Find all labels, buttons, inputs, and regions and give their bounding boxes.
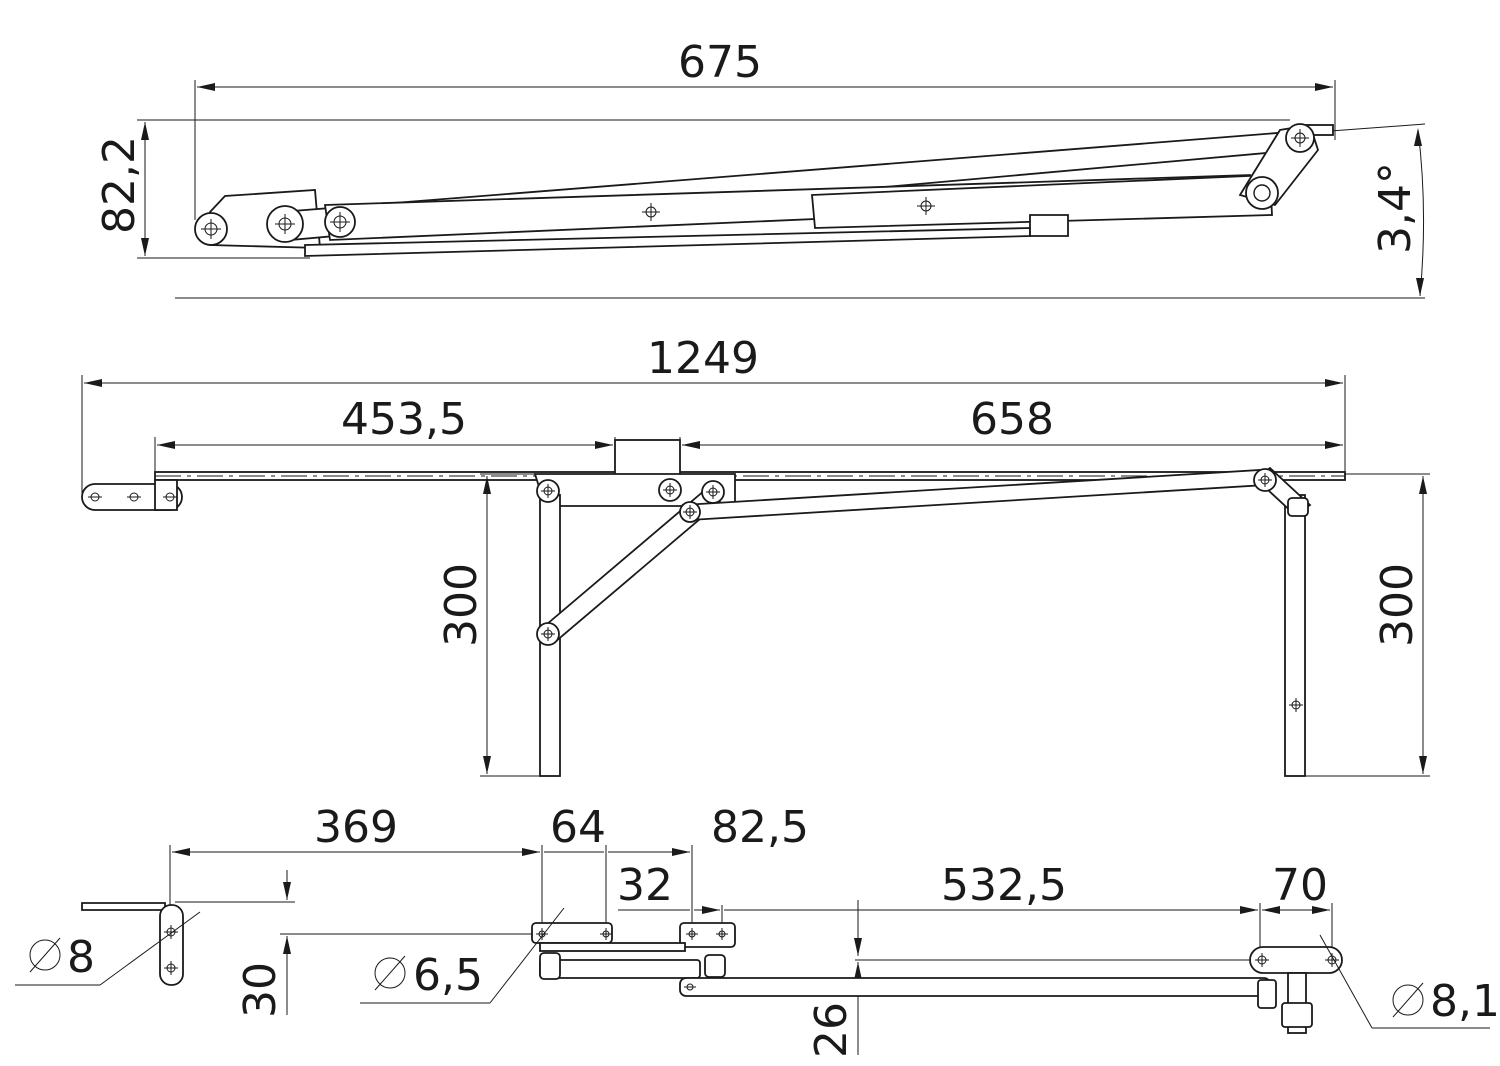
plan-hole-8-label: 8 <box>67 932 95 983</box>
front-right-span-label: 658 <box>970 394 1054 445</box>
side-height-label: 82,2 <box>94 136 145 234</box>
plan-hole-8-1-label: 8,1 <box>1430 976 1500 1027</box>
front-right-nut <box>1287 497 1309 517</box>
front-view: 1249 453,5 658 <box>81 333 1430 777</box>
plan-369-label: 369 <box>314 802 398 853</box>
side-view: 675 82,2 3,4° <box>94 37 1426 299</box>
side-bracket <box>1029 214 1069 237</box>
front-left-height-label: 300 <box>436 563 487 647</box>
plan-hinge-flange <box>81 902 166 911</box>
plan-30-label: 30 <box>235 962 286 1018</box>
side-length-label: 675 <box>678 37 762 88</box>
plan-roller-left <box>539 952 561 980</box>
side-angle-label: 3,4° <box>1370 162 1421 254</box>
plan-view: 369 64 82,5 32 532,5 70 30 <box>15 802 1500 1058</box>
front-hinge-holes <box>88 492 177 502</box>
plan-end-clip <box>1257 979 1277 1009</box>
plan-532-5-label: 532,5 <box>941 860 1067 911</box>
plan-82-5-label: 82,5 <box>711 802 809 853</box>
front-right-height-label: 300 <box>1372 563 1423 647</box>
plan-mid-bracket <box>679 922 736 948</box>
plan-long-arm <box>679 977 1271 997</box>
plan-lower-link <box>539 959 701 979</box>
plan-hinge-holes <box>164 925 178 975</box>
front-left-span-label: 453,5 <box>341 394 467 445</box>
plan-26-label: 26 <box>806 1002 857 1058</box>
plan-64-label: 64 <box>550 802 606 853</box>
side-roller-hub <box>1253 184 1271 202</box>
plan-hole-6-5-label: 6,5 <box>413 950 483 1001</box>
plan-nut <box>1281 1002 1313 1028</box>
plan-70-label: 70 <box>1272 860 1328 911</box>
plan-connector <box>539 942 686 952</box>
plan-hinge-plate <box>159 904 184 986</box>
front-right-leg <box>1284 494 1306 777</box>
plan-32-label: 32 <box>617 860 673 911</box>
side-hole-marks <box>201 129 1309 239</box>
front-length-label: 1249 <box>647 333 759 384</box>
plan-roller-mid <box>704 954 726 978</box>
side-sleeve <box>811 174 1273 229</box>
front-hole-marks <box>541 473 1303 712</box>
